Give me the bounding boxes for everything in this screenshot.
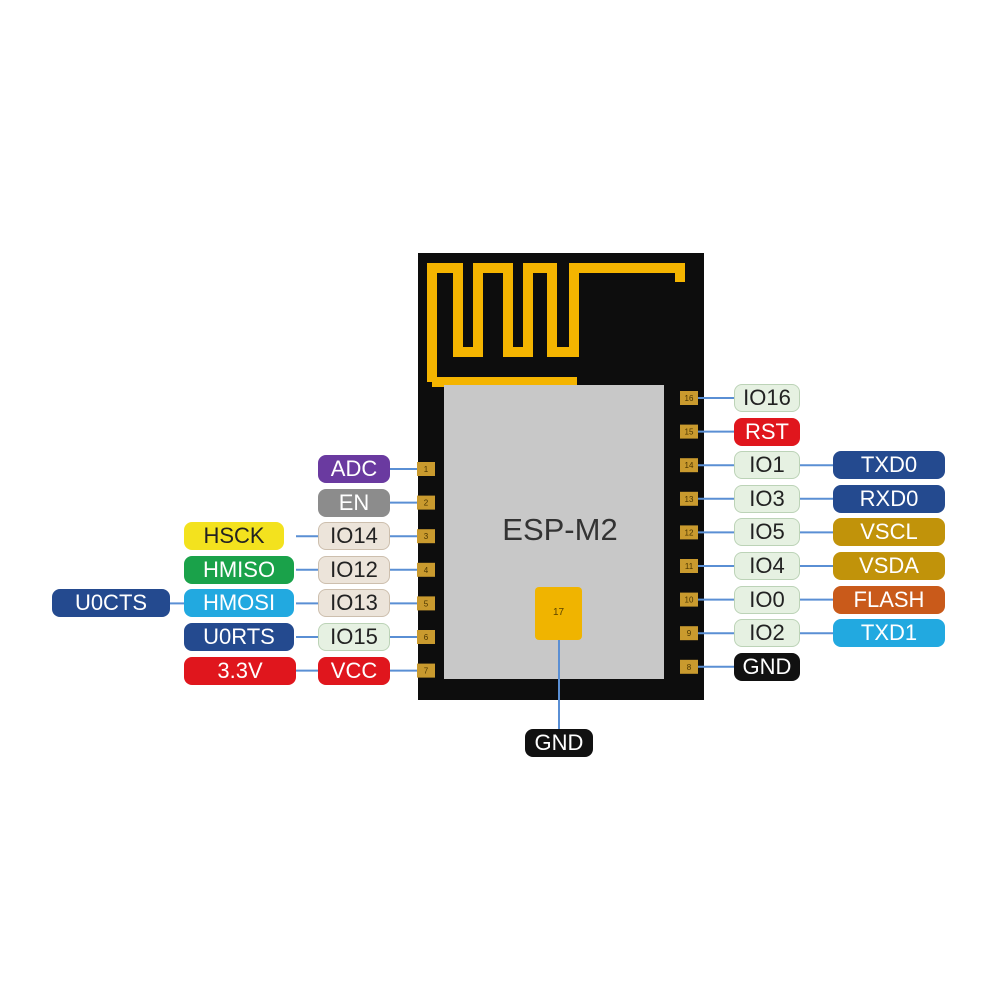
pcb-antenna: [427, 263, 685, 387]
pad-2-number: 2: [424, 499, 429, 508]
left-pin-lines: [170, 468, 417, 672]
pin-10-io-label: IO0: [734, 585, 800, 614]
pin-13-function-label: RXD0: [833, 484, 945, 513]
right-pin-lines: [698, 397, 833, 668]
pin-6-function-label: U0RTS: [184, 623, 294, 651]
center-ground-pad: 17: [535, 587, 582, 640]
pad-11-number: 11: [685, 562, 694, 571]
center-gnd-label: GND: [525, 729, 593, 757]
pad-12-number: 12: [685, 528, 694, 537]
pin-1-function-label: ADC: [318, 455, 390, 483]
pad-10-number: 10: [685, 596, 694, 605]
pad-7: [417, 663, 435, 678]
pin-14-io-label: IO1: [734, 451, 800, 480]
pin-15-function-label: RST: [734, 417, 800, 446]
pad-8: [680, 659, 698, 674]
pad-13-number: 13: [685, 495, 694, 504]
pin-7-function-label-2: 3.3V: [184, 656, 296, 685]
pad-8-number: 8: [687, 663, 692, 672]
pad-16: [680, 391, 698, 405]
pad-14-number: 14: [685, 461, 694, 470]
pin-7-function-label: VCC: [318, 656, 390, 685]
pin-5-function-label: HMOSI: [184, 589, 294, 618]
pin-3-io-label: IO14: [318, 522, 390, 551]
pad-4: [417, 562, 435, 577]
pad-15-number: 15: [685, 428, 694, 437]
pad-11: [680, 559, 698, 573]
pin-14-function-label: TXD0: [833, 451, 945, 480]
pad-6: [417, 630, 435, 644]
pin-13-io-label: IO3: [734, 484, 800, 513]
pin-4-function-label: HMISO: [184, 555, 294, 584]
pin-8-function-label: GND: [734, 652, 800, 681]
pad-5-number: 5: [424, 599, 429, 608]
pad-4-number: 4: [424, 566, 429, 575]
pin-6-io-label: IO15: [318, 623, 390, 651]
pad-3-number: 3: [424, 532, 429, 541]
pin-12-function-label: VSCL: [833, 518, 945, 547]
pin-10-function-label: FLASH: [833, 585, 945, 614]
pin-9-io-label: IO2: [734, 619, 800, 648]
pin-9-function-label: TXD1: [833, 619, 945, 648]
pad-2: [417, 495, 435, 510]
pin-4-io-label: IO12: [318, 555, 390, 584]
pad-10: [680, 592, 698, 607]
pad-1: [417, 462, 435, 476]
pad-13: [680, 491, 698, 506]
pad-9-number: 9: [687, 629, 692, 638]
pin-3-function-label: HSCK: [184, 522, 284, 551]
pad-3: [417, 529, 435, 544]
pin-5-io-label: IO13: [318, 589, 390, 618]
pad-14: [680, 458, 698, 473]
pin-16-io-label: IO16: [734, 384, 800, 412]
pad-16-number: 16: [685, 394, 694, 403]
pad-12: [680, 525, 698, 540]
pad-9: [680, 626, 698, 641]
pin-11-io-label: IO4: [734, 552, 800, 580]
pad-1-number: 1: [424, 465, 429, 474]
pin-5-function-label-2: U0CTS: [52, 589, 170, 618]
pad-15: [680, 424, 698, 439]
pad-5: [417, 596, 435, 611]
module-name: ESP-M2: [502, 512, 618, 547]
pad-6-number: 6: [424, 633, 429, 642]
pin-2-function-label: EN: [318, 488, 390, 517]
pad-7-number: 7: [424, 667, 429, 676]
pin-12-io-label: IO5: [734, 518, 800, 547]
center-pad-number: 17: [552, 607, 565, 618]
pin-11-function-label: VSDA: [833, 552, 945, 580]
